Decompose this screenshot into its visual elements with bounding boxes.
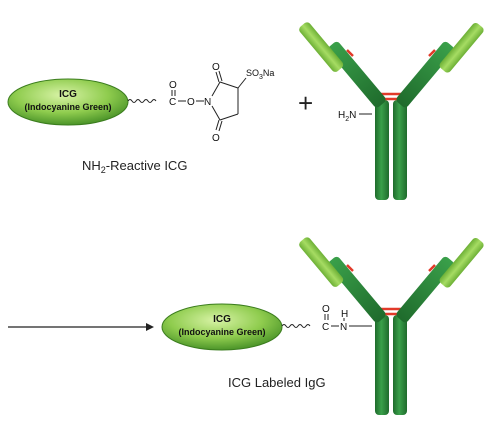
- amide-h: H: [341, 309, 348, 320]
- icg-sublabel-top: (Indocyanine Green): [24, 102, 111, 112]
- amine-label: H2N: [338, 110, 356, 123]
- caption-labeled-igg: ICG Labeled IgG: [228, 375, 326, 390]
- antibody-top: [298, 21, 486, 200]
- ring-o-bottom: O: [212, 133, 220, 144]
- top-reaction: ICG (Indocyanine Green) O C O N O O: [7, 21, 486, 200]
- carbonyl-o-top: O: [169, 80, 177, 91]
- icg-sublabel-bottom: (Indocyanine Green): [178, 327, 265, 337]
- icg-label-bottom: ICG: [213, 314, 231, 325]
- amide-n: N: [340, 322, 347, 333]
- icg-ellipse-bottom: ICG (Indocyanine Green): [161, 303, 283, 351]
- nhs-ring: N O O SO3Na: [204, 62, 274, 144]
- linker-squiggle-bottom: [281, 324, 311, 328]
- linker-squiggle-top: [127, 99, 157, 103]
- carbonyl-c-top: C: [169, 97, 176, 108]
- caption-reactive-icg: NH2-Reactive ICG: [82, 158, 187, 175]
- carbonyl-c-bottom: C: [322, 322, 329, 333]
- plus-sign: +: [298, 88, 313, 118]
- ring-o-top: O: [212, 62, 220, 73]
- ester-o-top: O: [187, 97, 195, 108]
- sulfo-group: SO3Na: [246, 68, 274, 81]
- icg-ellipse-top: ICG (Indocyanine Green): [7, 78, 129, 126]
- ring-n: N: [204, 97, 211, 108]
- bottom-reaction: ICG (Indocyanine Green) O C H N ICG Labe…: [8, 236, 485, 415]
- icg-label-top: ICG: [59, 89, 77, 100]
- carbonyl-o-bottom: O: [322, 304, 330, 315]
